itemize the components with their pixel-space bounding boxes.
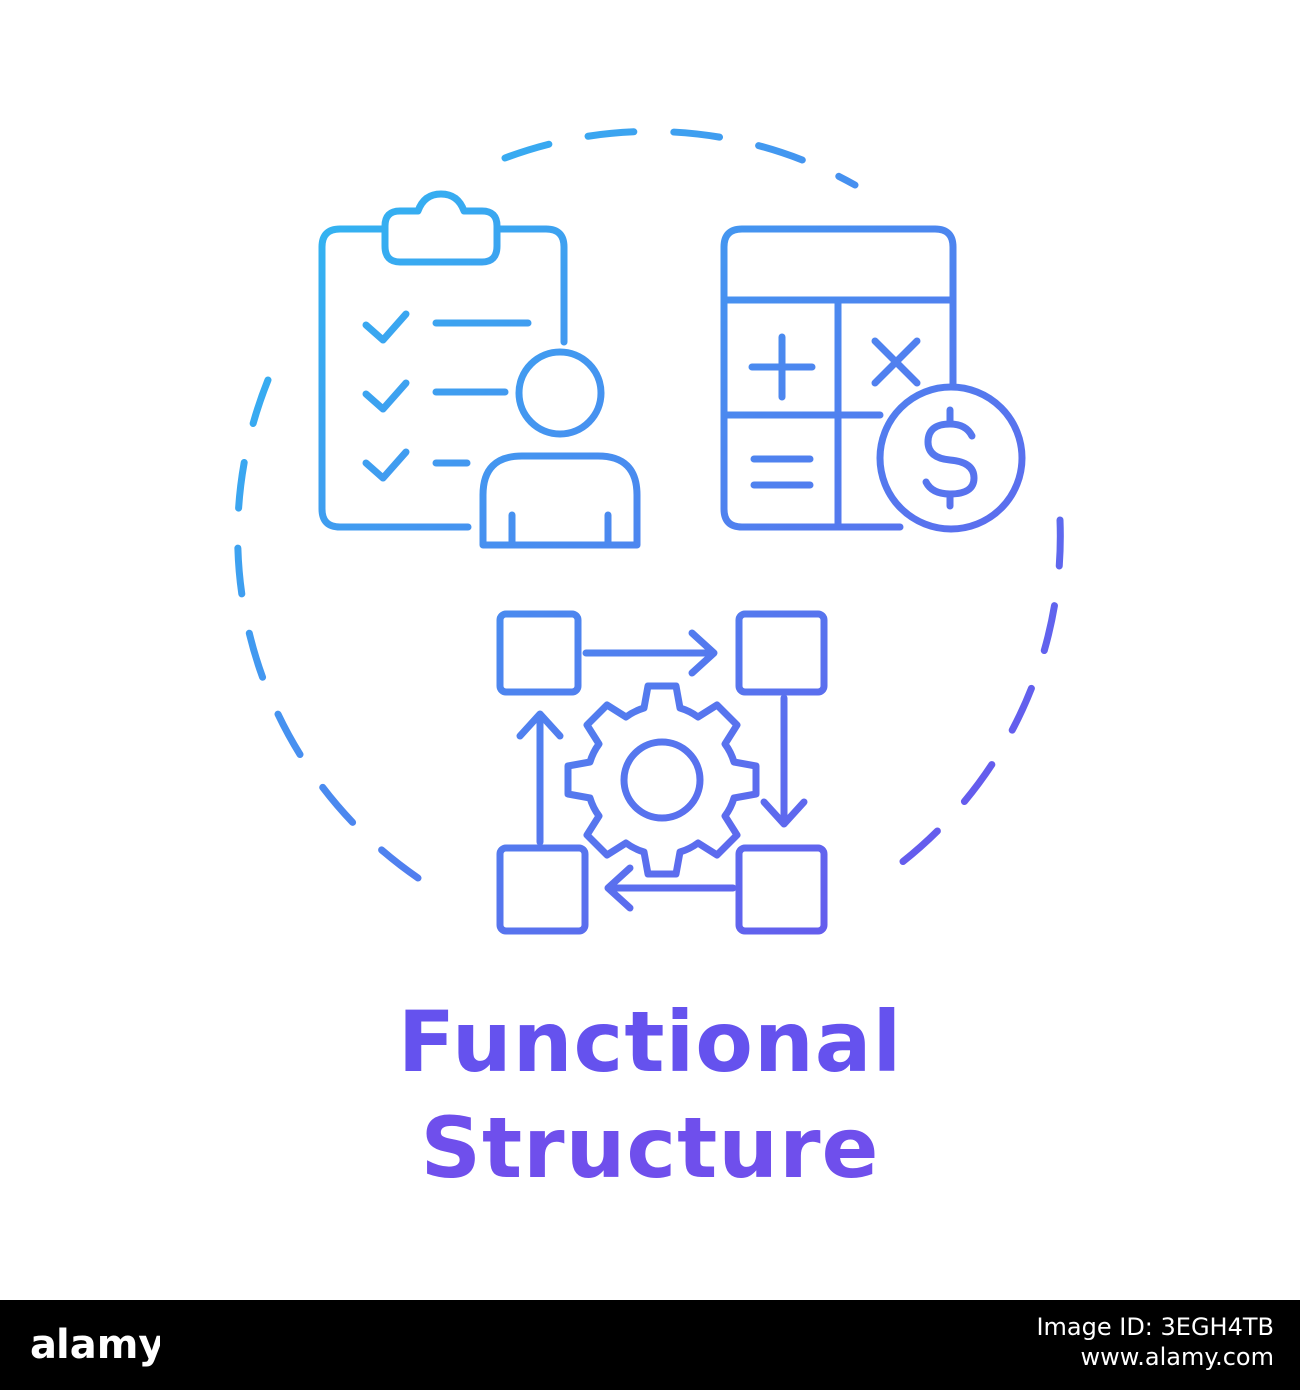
calculator-dollar-icon <box>720 225 1026 533</box>
functional-structure-illustration <box>234 127 1064 935</box>
caption-line-1: Functional <box>397 993 903 1091</box>
clipboard-checklist-person-icon <box>318 190 641 549</box>
workflow-gear-icon <box>496 610 828 935</box>
watermark-id: Image ID: 3EGH4TB www.alamy.com <box>1036 1300 1274 1390</box>
svg-text:a: a <box>30 1322 57 1368</box>
site-text: www.alamy.com <box>1080 1343 1274 1371</box>
dashed-ring <box>234 127 1064 899</box>
svg-text:lamy: lamy <box>56 1322 160 1368</box>
alamy-logo: a lamy <box>30 1322 160 1368</box>
caption-line-2: Structure <box>420 1099 880 1197</box>
watermark-bar: a lamy Image ID: 3EGH4TB www.alamy.com <box>0 1300 1300 1390</box>
image-id-text: Image ID: 3EGH4TB <box>1036 1313 1274 1341</box>
